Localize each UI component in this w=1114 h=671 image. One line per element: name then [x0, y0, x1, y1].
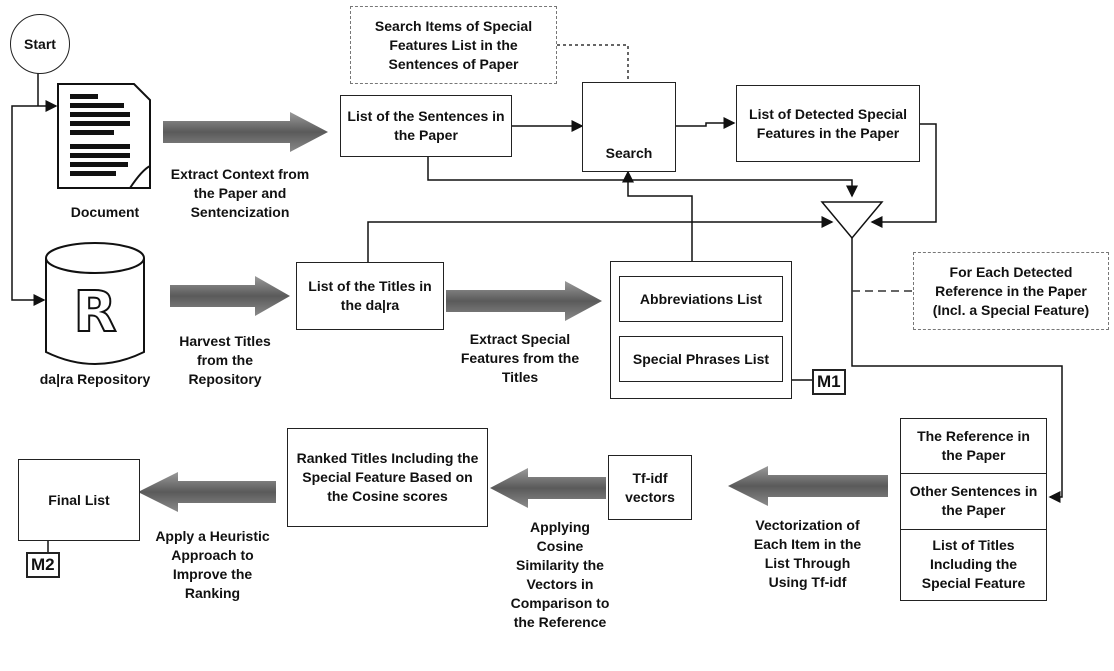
final-list-box: Final List [18, 459, 140, 541]
cosine-label: Applying Cosine Similarity the Vectors i… [510, 519, 610, 630]
block-arrow-harvest [170, 276, 290, 316]
special-phrases-box: Special Phrases List [619, 336, 783, 382]
block-arrow-vectorize [728, 466, 888, 506]
other-sentences-cell: Other Sentences in the Paper [901, 474, 1046, 530]
vectorization-label: Vectorization of Each Item in the List T… [753, 517, 862, 590]
for-each-note: For Each Detected Reference in the Paper… [913, 252, 1109, 330]
harvest-label: Harvest Titles from the Repository [179, 333, 271, 387]
block-arrow-heuristic [138, 472, 276, 512]
block-arrow-extract [163, 112, 328, 152]
list-titles-cell: List of Titles Including the Special Fea… [921, 537, 1026, 592]
search-box: Search [582, 82, 676, 172]
reference-stack: The Reference in the Paper Other Sentenc… [900, 418, 1047, 601]
tfidf-box: Tf-idf vectors [608, 455, 692, 520]
titles-box: List of the Titles in the da|ra [296, 262, 444, 330]
block-arrow-features [446, 281, 602, 321]
extract-features-label: Extract Special Features from the Titles [460, 331, 580, 385]
start-node: Start [10, 14, 70, 74]
sentences-box: List of the Sentences in the Paper [340, 95, 512, 157]
m2-tag: M2 [26, 552, 60, 578]
detected-features-box: List of Detected Special Features in the… [736, 85, 920, 162]
document-icon [57, 83, 151, 189]
block-arrow-cosine [490, 468, 606, 508]
special-features-group: Abbreviations List Special Phrases List [610, 261, 792, 399]
heuristic-label: Apply a Heuristic Approach to Improve th… [155, 528, 270, 601]
repository-label: da|ra Repository [39, 371, 151, 387]
extract-context-label: Extract Context from the Paper and Sente… [170, 166, 310, 220]
merge-triangle [820, 201, 884, 240]
search-label: Search [605, 145, 653, 161]
search-items-note: Search Items of Special Features List in… [350, 6, 557, 84]
m1-tag: M1 [812, 369, 846, 395]
start-label: Start [24, 36, 56, 52]
repository-glyph: R [72, 280, 117, 345]
abbreviations-box: Abbreviations List [619, 276, 783, 322]
document-label: Document [70, 204, 140, 220]
ranked-titles-box: Ranked Titles Including the Special Feat… [287, 428, 488, 527]
database-icon [45, 242, 145, 365]
reference-cell: The Reference in the Paper [901, 419, 1046, 475]
